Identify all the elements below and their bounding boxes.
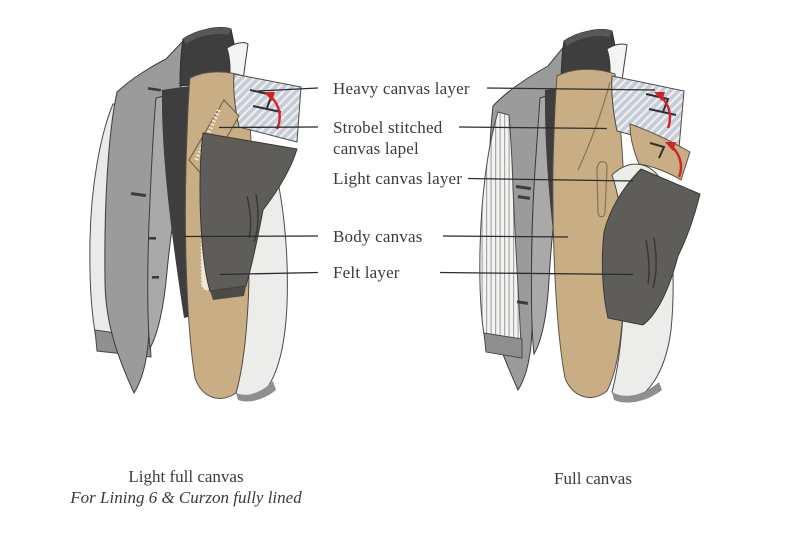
left-front-buttonhole-2 bbox=[149, 237, 156, 240]
right-light-canvas-dart bbox=[649, 142, 666, 159]
left-heavy-canvas-slit bbox=[252, 105, 282, 113]
curved-arrow-icon bbox=[654, 92, 672, 129]
light-canvas-leader-right bbox=[467, 177, 634, 182]
right-felt-layer bbox=[601, 168, 701, 326]
label-heavy-canvas-layer: Heavy canvas layer bbox=[333, 79, 470, 98]
label-body-canvas: Body canvas bbox=[333, 227, 423, 246]
right-front-buttonhole-2 bbox=[517, 195, 531, 200]
heavy-canvas-leader-right bbox=[486, 87, 656, 91]
left-felt-hem bbox=[210, 286, 246, 300]
right-jacket-illustration bbox=[479, 29, 701, 403]
right-mannequin-neck-top bbox=[564, 29, 612, 46]
right-front-buttonhole-1 bbox=[515, 185, 532, 191]
right-front-buttonhole-3 bbox=[516, 300, 529, 305]
right-lining-hem bbox=[612, 382, 662, 403]
left-felt-dart bbox=[246, 193, 259, 243]
body-canvas-leader-left bbox=[182, 235, 319, 238]
right-chest-dart-slit bbox=[596, 161, 608, 218]
right-heavy-canvas-slit bbox=[648, 108, 677, 116]
curved-arrow-icon bbox=[264, 92, 281, 130]
right-lapel-seam bbox=[577, 81, 611, 171]
left-jacket-title: Light full canvas bbox=[128, 467, 244, 486]
heavy-canvas-leader-left bbox=[257, 87, 319, 92]
left-mannequin-neck-top bbox=[183, 27, 231, 44]
left-lining-hem bbox=[236, 381, 276, 402]
label-light-canvas-layer: Light canvas layer bbox=[333, 169, 463, 188]
right-jacket-title: Full canvas bbox=[554, 469, 632, 488]
left-jacket-illustration bbox=[89, 27, 302, 402]
label-strobel-stitched-canvas-lapel: Strobel stitched canvas lapel bbox=[333, 118, 443, 158]
left-front-buttonhole-1 bbox=[130, 192, 147, 198]
right-heavy-canvas-dart bbox=[645, 93, 670, 113]
right-felt-dart bbox=[645, 237, 657, 289]
left-lapel-buttonhole bbox=[147, 87, 162, 92]
right-sleeve-cuff bbox=[483, 332, 523, 359]
body-canvas-leader-right bbox=[442, 235, 569, 238]
left-jacket-subtitle: For Lining 6 & Curzon fully lined bbox=[70, 488, 302, 507]
curved-arrow-icon bbox=[665, 142, 683, 178]
right-light-canvas bbox=[629, 123, 691, 181]
right-jacket-caption: Full canvas bbox=[468, 468, 718, 489]
strobel-leader-right bbox=[458, 126, 608, 130]
felt-leader-right bbox=[439, 271, 634, 276]
left-jacket-caption: Light full canvas For Lining 6 & Curzon … bbox=[61, 466, 311, 508]
leader-lines bbox=[182, 87, 656, 276]
strobel-leader-left bbox=[218, 126, 319, 129]
felt-leader-left bbox=[219, 271, 319, 276]
label-felt-layer: Felt layer bbox=[333, 263, 400, 282]
left-front-buttonhole-3 bbox=[152, 276, 159, 279]
